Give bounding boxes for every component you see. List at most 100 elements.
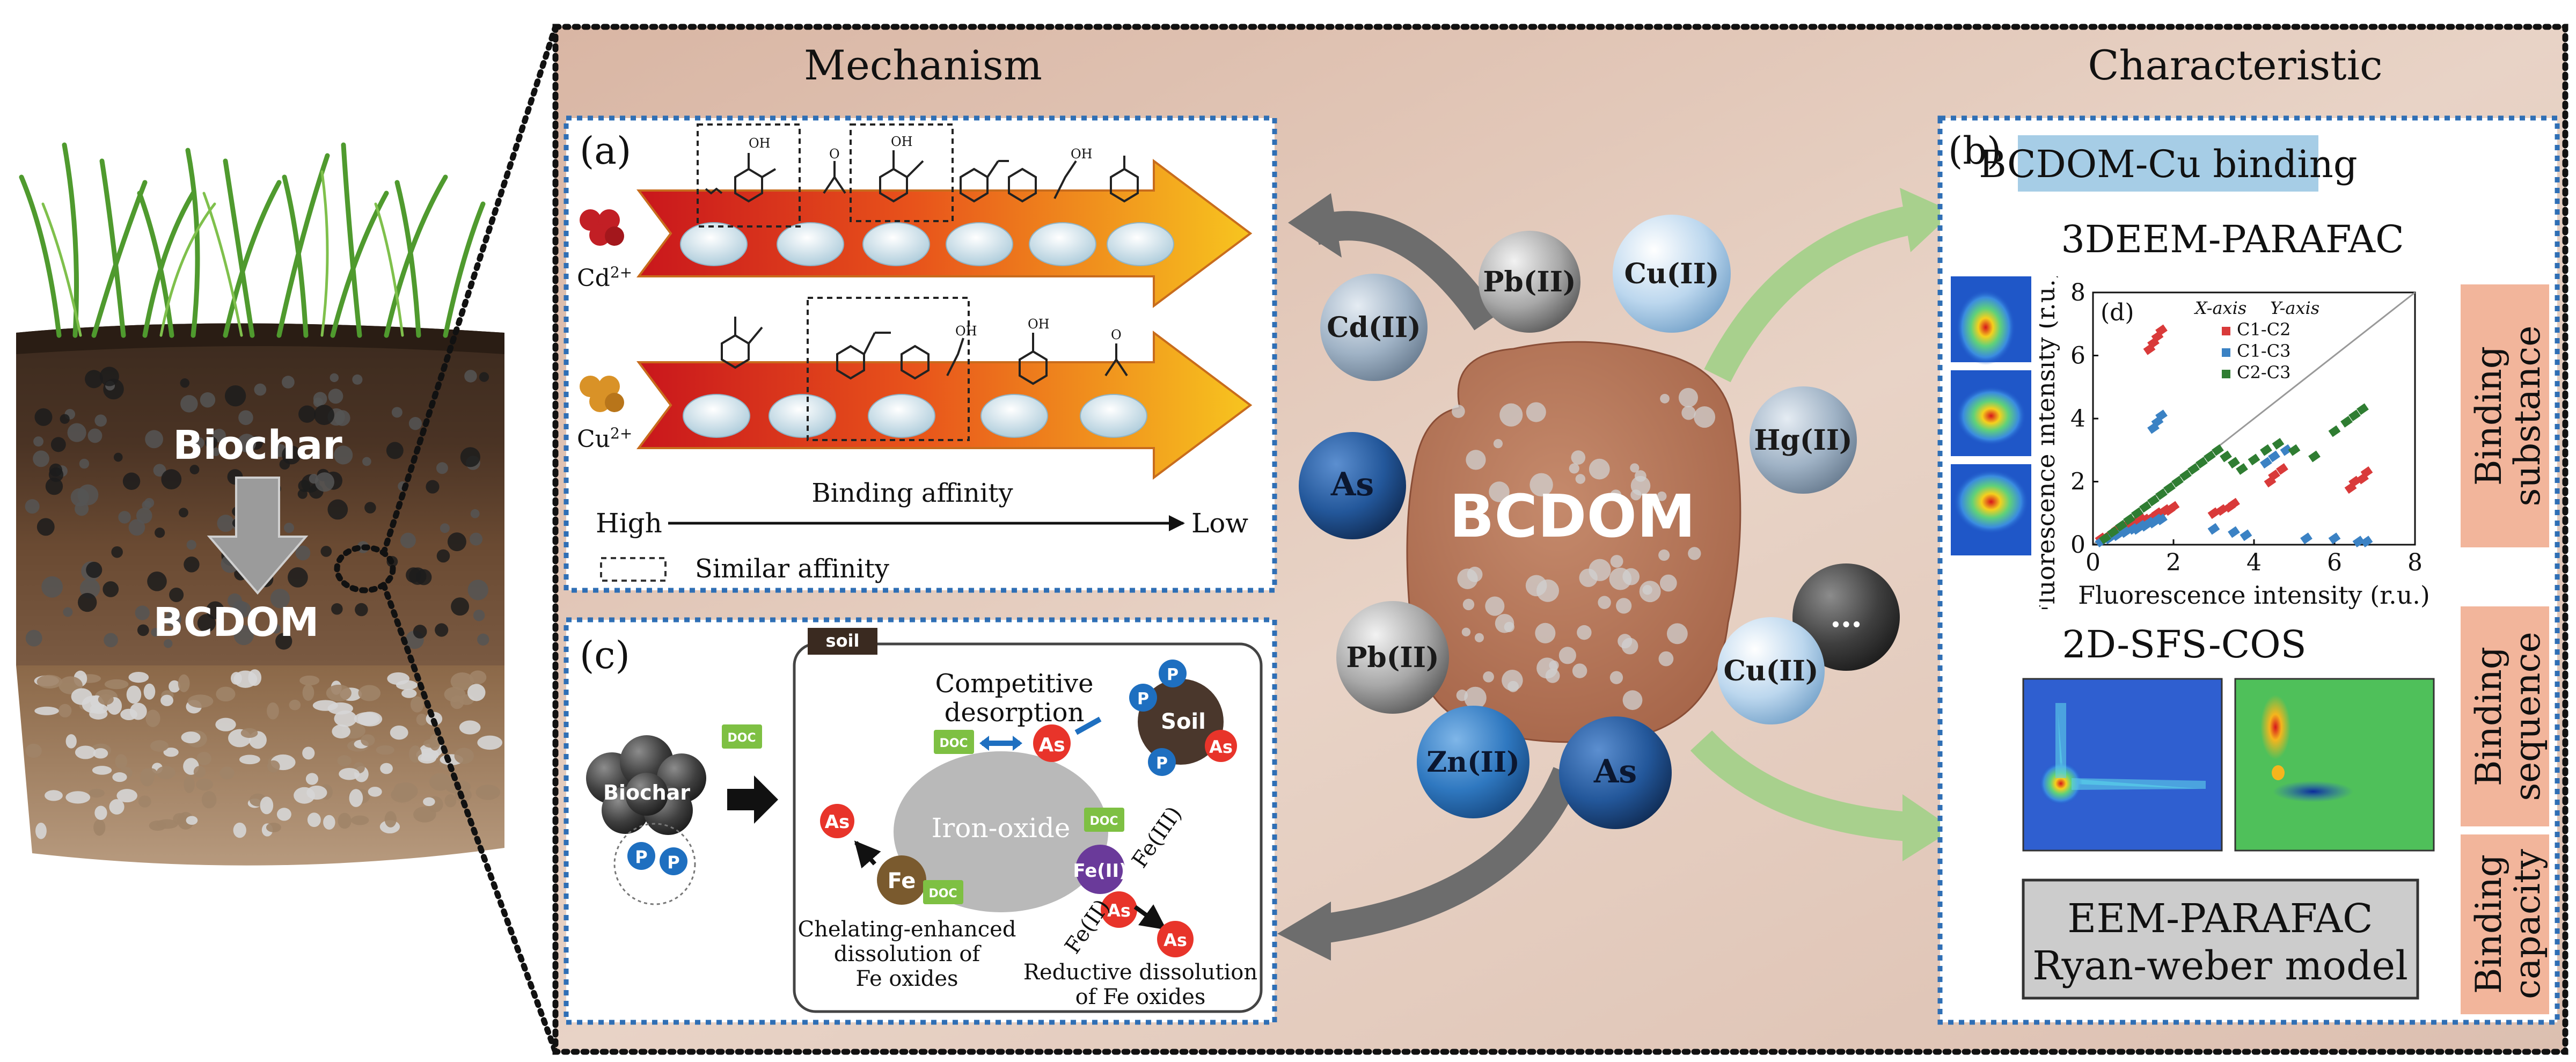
svg-text:As: As [1107, 900, 1131, 921]
data-point [2147, 494, 2160, 507]
data-point [2288, 444, 2301, 456]
data-point [2179, 469, 2192, 481]
svg-text:O: O [829, 147, 840, 162]
high-label: High [596, 508, 662, 539]
y-axis-label: Fluorescence intensity (r.u.) [2031, 269, 2060, 621]
binding-affinity-title: Binding affinity [811, 478, 1013, 508]
arsenic-icon [1033, 724, 1071, 762]
legend-label: C1-C2 [2237, 319, 2291, 340]
soil-pebbles [25, 367, 503, 839]
svg-text:DOC: DOC [1089, 815, 1118, 828]
legend-label: C2-C3 [2237, 362, 2291, 383]
soil-illustration: Biochar BCDOM [16, 142, 504, 866]
method-eem-parafac: EEM-PARAFAC [2067, 896, 2373, 942]
arrow-to-panel-b-top [1704, 206, 1914, 383]
data-point [2155, 514, 2168, 525]
soil-box [793, 642, 1263, 1013]
svg-text:DOC: DOC [939, 737, 968, 750]
grass-icon [19, 142, 486, 338]
x-tick-label: 0 [2085, 549, 2101, 576]
data-point [2171, 475, 2184, 488]
binding-sequence-box [2461, 606, 2549, 826]
right-arrow-icon [727, 775, 778, 824]
svg-text:soil: soil [826, 631, 860, 651]
binding-capacity-box [2461, 834, 2549, 1014]
molecule-structures-cd [697, 123, 1139, 228]
data-point [2187, 463, 2200, 475]
similar-affinity-legend-box [600, 557, 667, 582]
legend-swatch [2222, 348, 2230, 357]
binding-capacity-label: Bindingcapacity [2468, 848, 2548, 999]
data-point [2115, 519, 2127, 532]
ion-ball [1750, 386, 1857, 494]
svg-text:Soil: Soil [1161, 709, 1206, 734]
ion-ball [1336, 601, 1449, 714]
data-point [2196, 457, 2208, 469]
ion-label: As [1330, 466, 1374, 503]
data-point [2360, 466, 2373, 478]
ion-label: Cu(II) [1723, 655, 1818, 687]
svg-text:P: P [1167, 665, 1179, 684]
data-point [2131, 507, 2143, 519]
doc-icon [934, 730, 974, 754]
cos-map-1 [2022, 678, 2223, 852]
binding-substance-label: Bindingsubstance [2468, 326, 2548, 507]
phosphate-icon [627, 842, 655, 870]
down-arrow-icon [207, 477, 309, 595]
data-point [2248, 453, 2260, 466]
data-point [2328, 532, 2341, 545]
data-point [2268, 469, 2280, 481]
legend-header-y: Y-axis [2270, 298, 2319, 318]
y-tick-label: 2 [2070, 468, 2085, 496]
ion-label: … [1830, 597, 1862, 635]
legend-label: C1-C3 [2237, 341, 2291, 361]
data-point [2220, 450, 2232, 463]
ion-label: Cd(II) [1327, 311, 1421, 344]
svg-text:DOC: DOC [928, 887, 957, 900]
arrow-to-panel-a [1311, 211, 1499, 331]
svg-text:As: As [1038, 734, 1065, 756]
x-tick-label: 4 [2246, 549, 2262, 576]
svg-text:OH: OH [1028, 317, 1050, 332]
data-point [2360, 536, 2373, 548]
arrow-to-panel-b-bottom [1690, 730, 1907, 841]
molecule-structures-cu [721, 297, 1128, 441]
iron-oxide-particle [894, 751, 1108, 912]
legend-header-x: X-axis [2193, 298, 2246, 318]
legend-swatch [2222, 327, 2230, 335]
svg-text:OH: OH [1071, 147, 1093, 162]
affinity-arrow-cd [636, 159, 1253, 308]
similar-affinity-label: Similar affinity [695, 554, 889, 584]
svg-text:As: As [1209, 737, 1233, 757]
characteristic-title: Characteristic [2088, 41, 2382, 89]
data-point [2300, 532, 2312, 545]
doc-icon [722, 724, 762, 749]
data-point [2280, 444, 2293, 456]
data-point [2236, 463, 2248, 475]
soil-particle [1138, 679, 1224, 765]
svg-text:Fe: Fe [888, 869, 916, 893]
data-point [2228, 526, 2240, 538]
cu-ion-label: Cu2+ [577, 424, 632, 453]
affinity-arrow-cu [636, 331, 1253, 480]
cd-ion-icon [580, 209, 624, 246]
soil-tag [808, 628, 877, 655]
binding-site-clouds [680, 222, 1174, 438]
data-point [2228, 497, 2240, 510]
y-tick-label: 0 [2070, 531, 2085, 559]
data-point [2139, 501, 2151, 513]
ion-ball [1479, 231, 1580, 333]
bcdom-center-label: BCDOM [1450, 482, 1696, 551]
ion-label: Cu(II) [1624, 258, 1719, 290]
biochar-cluster-icon [586, 735, 706, 835]
iron-oxide-label: Iron-oxide [932, 812, 1071, 844]
x-tick-label: 8 [2407, 549, 2423, 576]
data-point [2099, 532, 2111, 545]
svg-text:O: O [1111, 327, 1122, 342]
panel-c-label: (c) [580, 633, 630, 677]
panel-b-title: BCDOM-Cu binding [1979, 142, 2357, 186]
y-tick-label: 8 [2070, 279, 2085, 306]
